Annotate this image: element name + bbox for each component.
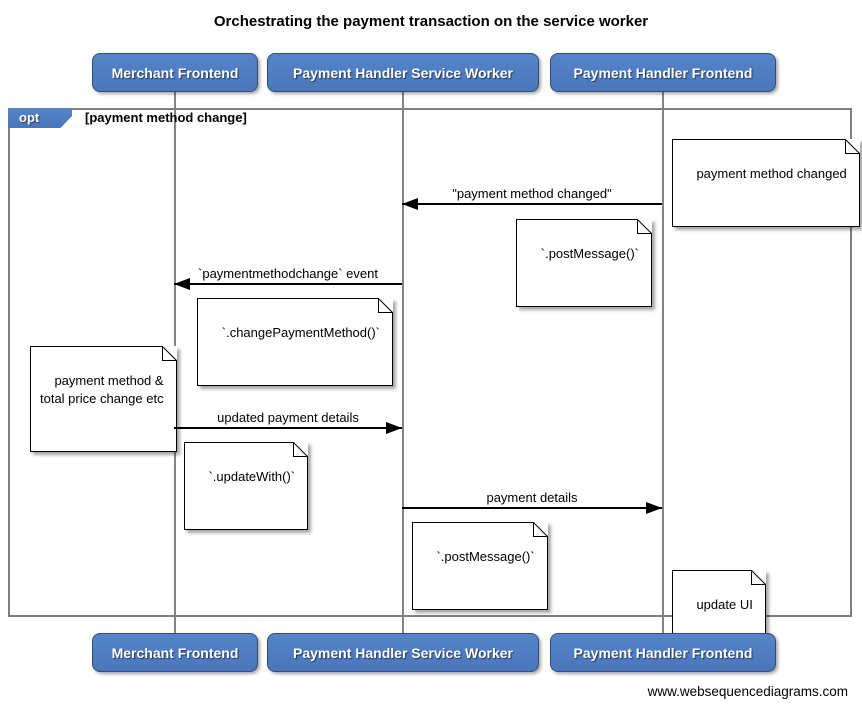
message-line bbox=[174, 422, 402, 434]
actor-label: Merchant Frontend bbox=[111, 644, 239, 661]
note-text: update UI bbox=[696, 597, 753, 612]
note-payment-method-total-price: payment method & total price change etc bbox=[30, 346, 177, 452]
message-line bbox=[402, 198, 662, 210]
actor-payment-handler-frontend-top: Payment Handler Frontend bbox=[550, 53, 776, 92]
msg-updated-payment-details: updated payment details bbox=[174, 410, 402, 434]
opt-frame bbox=[8, 108, 852, 617]
lifeline-payment-handler-service-worker bbox=[402, 92, 404, 633]
note-postmessage-1: `.postMessage()` bbox=[516, 219, 652, 307]
note-postmessage-2: `.postMessage()` bbox=[412, 522, 548, 610]
note-fold-icon bbox=[532, 522, 548, 537]
arrowhead-left-icon bbox=[174, 278, 190, 290]
note-fold-icon bbox=[293, 442, 309, 457]
actor-label: Payment Handler Frontend bbox=[573, 644, 753, 661]
message-label: payment details bbox=[486, 490, 578, 505]
message-line bbox=[402, 502, 662, 514]
actor-payment-handler-service-worker-bottom: Payment Handler Service Worker bbox=[267, 633, 539, 672]
diagram-title: Orchestrating the payment transaction on… bbox=[213, 13, 649, 30]
note-text: payment method changed bbox=[696, 166, 847, 181]
note-fold-icon bbox=[378, 298, 393, 313]
msg-payment-method-changed: "payment method changed" bbox=[402, 186, 662, 210]
note-fold-icon bbox=[637, 219, 652, 234]
note-updatewith: `.updateWith()` bbox=[184, 442, 309, 530]
note-text: `.postMessage()` bbox=[436, 549, 535, 564]
message-line bbox=[174, 278, 402, 290]
actor-payment-handler-frontend-bottom: Payment Handler Frontend bbox=[550, 633, 776, 672]
opt-guard-label: [payment method change] bbox=[85, 110, 247, 125]
actor-merchant-frontend-bottom: Merchant Frontend bbox=[92, 633, 258, 672]
message-label: updated payment details bbox=[217, 410, 359, 425]
actor-label: Merchant Frontend bbox=[111, 64, 239, 81]
actor-label: Payment Handler Service Worker bbox=[293, 644, 513, 661]
message-label: `paymentmethodchange` event bbox=[198, 266, 378, 281]
note-text: `.updateWith()` bbox=[208, 469, 296, 484]
arrowhead-left-icon bbox=[402, 198, 418, 210]
watermark-websequencediagrams: www.websequencediagrams.com bbox=[647, 684, 848, 699]
actor-label: Payment Handler Frontend bbox=[573, 64, 753, 81]
actor-merchant-frontend-top: Merchant Frontend bbox=[92, 53, 258, 92]
note-text: `.postMessage()` bbox=[540, 246, 639, 261]
note-text: `.changePaymentMethod()` bbox=[221, 325, 380, 340]
lifeline-payment-handler-frontend bbox=[662, 92, 664, 633]
arrowhead-right-icon bbox=[386, 422, 402, 434]
msg-payment-details: payment details bbox=[402, 490, 662, 514]
note-text: payment method & total price change etc bbox=[40, 373, 164, 406]
note-payment-method-changed: payment method changed bbox=[672, 139, 860, 227]
note-fold-icon bbox=[750, 570, 766, 585]
note-changepaymentmethod: `.changePaymentMethod()` bbox=[197, 298, 393, 386]
note-fold-icon bbox=[844, 139, 860, 154]
opt-operator-tab: opt bbox=[8, 108, 72, 128]
msg-paymentmethodchange-event: `paymentmethodchange` event bbox=[174, 266, 402, 290]
actor-label: Payment Handler Service Worker bbox=[293, 64, 513, 81]
message-label: "payment method changed" bbox=[452, 186, 612, 201]
arrowhead-right-icon bbox=[646, 502, 662, 514]
actor-payment-handler-service-worker-top: Payment Handler Service Worker bbox=[267, 53, 539, 92]
note-fold-icon bbox=[161, 346, 177, 361]
